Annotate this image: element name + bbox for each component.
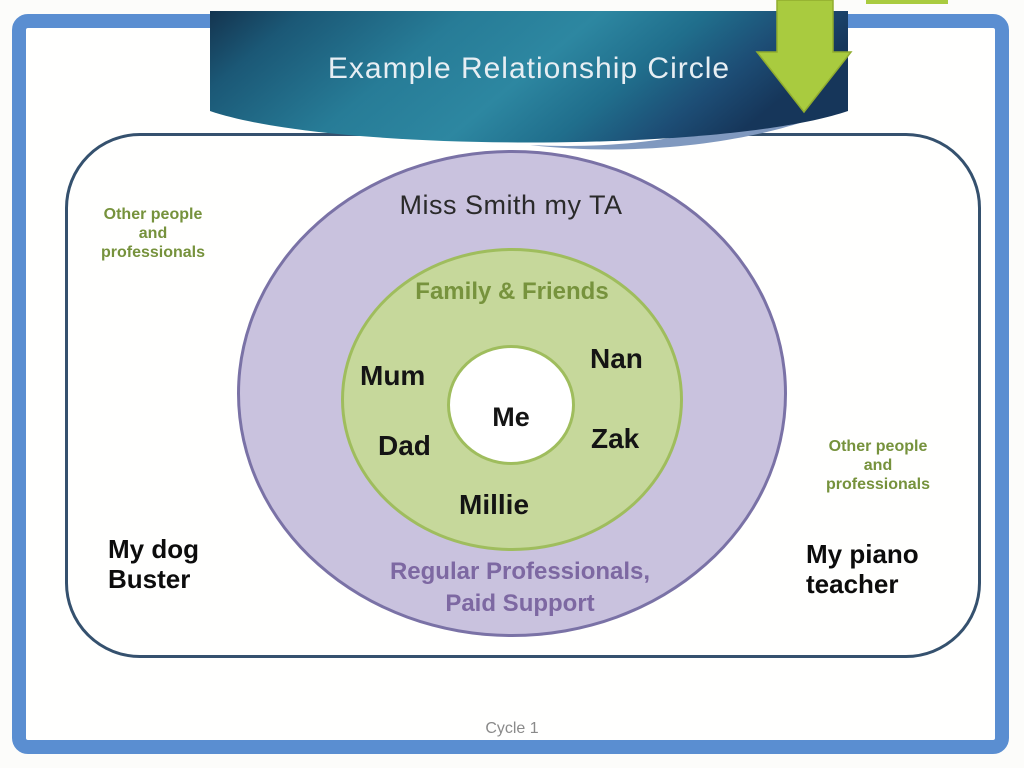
dog-line1: My dog — [108, 534, 199, 564]
down-arrow-icon — [754, 0, 856, 120]
other-people-label-left: Other people and professionals — [68, 205, 238, 262]
slide-footer: Cycle 1 — [485, 720, 539, 737]
corner-green-tick — [866, 0, 948, 4]
other-right-line3: professionals — [825, 476, 931, 493]
center-circle-me — [447, 345, 575, 465]
outer-ring-bottom-label-line2: Paid Support — [445, 590, 595, 617]
other-left-line1: Other people — [103, 206, 203, 223]
piano-line1: My piano — [806, 539, 919, 569]
outside-member-piano-teacher: My piano teacher — [806, 539, 919, 599]
other-left-line2: and — [138, 225, 168, 242]
member-zak: Zak — [591, 423, 640, 454]
other-right-line1: Other people — [828, 438, 928, 455]
banner-body — [210, 11, 848, 143]
other-people-label-right: Other people and professionals — [793, 437, 963, 494]
member-dad: Dad — [378, 430, 431, 461]
outer-ring-top-label: Miss Smith my TA — [399, 190, 623, 220]
outer-ring-bottom-label: Regular Professionals, Paid Support — [370, 556, 670, 620]
outside-member-dog: My dog Buster — [108, 534, 199, 594]
slide-title: Example Relationship Circle — [327, 52, 731, 85]
member-millie: Millie — [459, 489, 530, 520]
dog-line2: Buster — [108, 564, 191, 594]
title-banner-shape — [210, 11, 848, 150]
outer-ring-bottom-label-line1: Regular Professionals, — [389, 558, 651, 585]
piano-line2: teacher — [806, 569, 899, 599]
other-right-line2: and — [863, 457, 893, 474]
other-left-line3: professionals — [100, 244, 206, 261]
member-nan: Nan — [590, 343, 643, 374]
member-mum: Mum — [360, 360, 426, 391]
title-banner — [210, 11, 848, 159]
middle-ring-label: Family & Friends — [415, 278, 609, 305]
center-label: Me — [492, 402, 530, 432]
